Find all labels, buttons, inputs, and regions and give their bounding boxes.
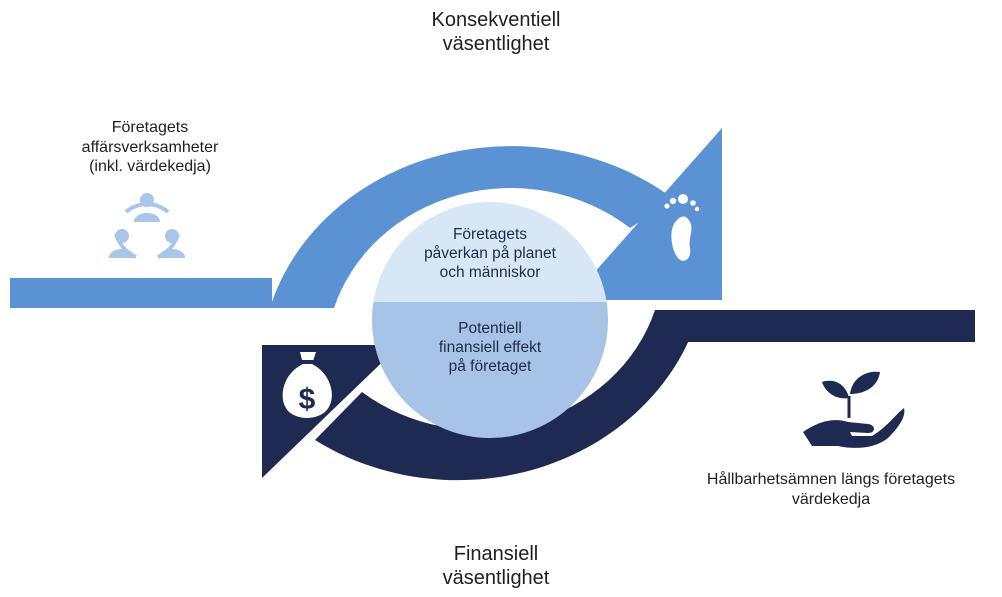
people-network-icon [109, 193, 185, 259]
title-consequential-materiality: Konsekventiell väsentlighet [401, 8, 591, 57]
inside-out-arc [270, 146, 675, 308]
left-label-line-3: (inkl. värdekedja) [89, 158, 211, 176]
title-top-line-2: väsentlighet [442, 33, 550, 56]
title-top-line-1: Konsekventiell [431, 9, 561, 31]
inside-out-label: Inifrån-ut [452, 119, 528, 140]
inside-out-band [10, 278, 272, 308]
title-financial-materiality: Finansiell väsentlighet [401, 542, 591, 591]
footprint-icon [664, 194, 700, 261]
left-label: Företagets affärsverksamheter (inkl. vär… [50, 118, 250, 177]
title-bottom-line-2: väsentlighet [442, 567, 550, 590]
center-bottom-line-3: på företaget [448, 357, 532, 375]
title-bottom-line-1: Finansiell [453, 543, 539, 565]
center-top-line-1: Företagets [452, 226, 528, 243]
center-impact-text: Företagets påverkan på planet och männis… [395, 226, 585, 283]
inside-out-flow [10, 128, 722, 308]
right-label-line-1: Hållbarhetsämnen längs företagets [706, 471, 956, 488]
outside-in-label: Utifrån-in [451, 488, 529, 509]
right-label: Hållbarhetsämnen längs företagets värdek… [680, 470, 982, 509]
hand-plant-icon [803, 371, 905, 448]
outside-in-band [655, 310, 975, 342]
left-label-line-2: affärsverksamheter [81, 138, 219, 156]
center-financial-text: Potentiell finansiell effekt på företage… [395, 320, 585, 377]
left-label-line-1: Företagets [111, 119, 189, 136]
svg-text:$: $ [299, 383, 316, 416]
center-top-line-3: och människor [439, 263, 541, 281]
center-bottom-line-1: Potentiell [458, 320, 522, 337]
right-label-line-2: värdekedja [791, 490, 871, 508]
outside-in-flow: $ [262, 310, 975, 481]
money-bag-icon: $ [282, 352, 332, 418]
center-bottom-line-2: finansiell effekt [438, 338, 542, 356]
outside-in-arc [315, 310, 700, 481]
center-top-line-2: påverkan på planet [424, 244, 556, 262]
